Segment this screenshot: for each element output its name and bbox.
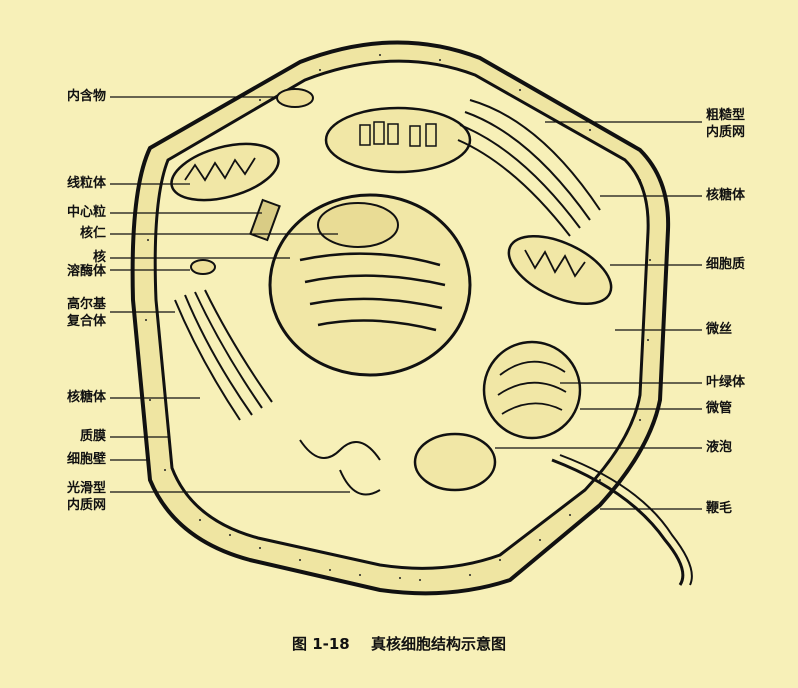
figure-number: 图 1-18 xyxy=(291,635,350,653)
label-chloroplast: 叶绿体 xyxy=(706,375,746,390)
label-nucleolus: 核仁 xyxy=(79,226,106,241)
figure-title: 真核细胞结构示意图 xyxy=(370,635,506,653)
leader-lines xyxy=(110,96,702,510)
flagellum-body xyxy=(551,458,685,586)
rough-er xyxy=(457,99,601,237)
chloroplast-top xyxy=(324,106,472,174)
golgi-complex xyxy=(174,289,273,421)
label-flagellum: 鞭毛 xyxy=(706,501,733,516)
label-microfilament: 微丝 xyxy=(706,322,733,337)
label-ribosome-left: 核糖体 xyxy=(66,390,106,405)
label-centriole: 中心粒 xyxy=(66,205,106,220)
label-inclusion: 内含物 xyxy=(66,89,106,104)
mitochondrion xyxy=(170,142,280,202)
inclusion-body xyxy=(276,88,314,108)
figure-caption: 图 1-18 真核细胞结构示意图 xyxy=(0,633,798,654)
lysosome-body xyxy=(190,259,216,275)
label-smooth-er-line1: 光滑型 xyxy=(66,481,106,496)
label-vacuole: 液泡 xyxy=(706,440,733,455)
chloroplast xyxy=(482,340,582,440)
label-ribosome-right: 核糖体 xyxy=(706,188,746,203)
label-cytoplasm: 细胞质 xyxy=(706,257,746,272)
centriole-body xyxy=(249,198,281,242)
label-nucleus: 核 xyxy=(92,250,106,265)
label-rough-er-line2: 内质网 xyxy=(706,125,746,140)
nucleus xyxy=(268,193,472,377)
label-microtubule: 微管 xyxy=(706,401,733,416)
label-lysosome: 溶酶体 xyxy=(66,264,106,279)
mitochondrion-2 xyxy=(507,234,613,306)
nucleolus xyxy=(317,202,399,248)
label-cell-wall: 细胞壁 xyxy=(66,452,106,467)
label-golgi-line1: 高尔基 xyxy=(66,297,106,312)
label-rough-er-line1: 粗糙型 xyxy=(706,108,746,123)
label-golgi-line2: 复合体 xyxy=(66,314,106,329)
label-plasma-membrane: 质膜 xyxy=(79,429,106,444)
label-smooth-er-line2: 内质网 xyxy=(66,498,106,513)
vacuole-body xyxy=(413,432,497,492)
label-mitochondria: 线粒体 xyxy=(66,176,106,191)
smooth-er xyxy=(299,439,381,496)
